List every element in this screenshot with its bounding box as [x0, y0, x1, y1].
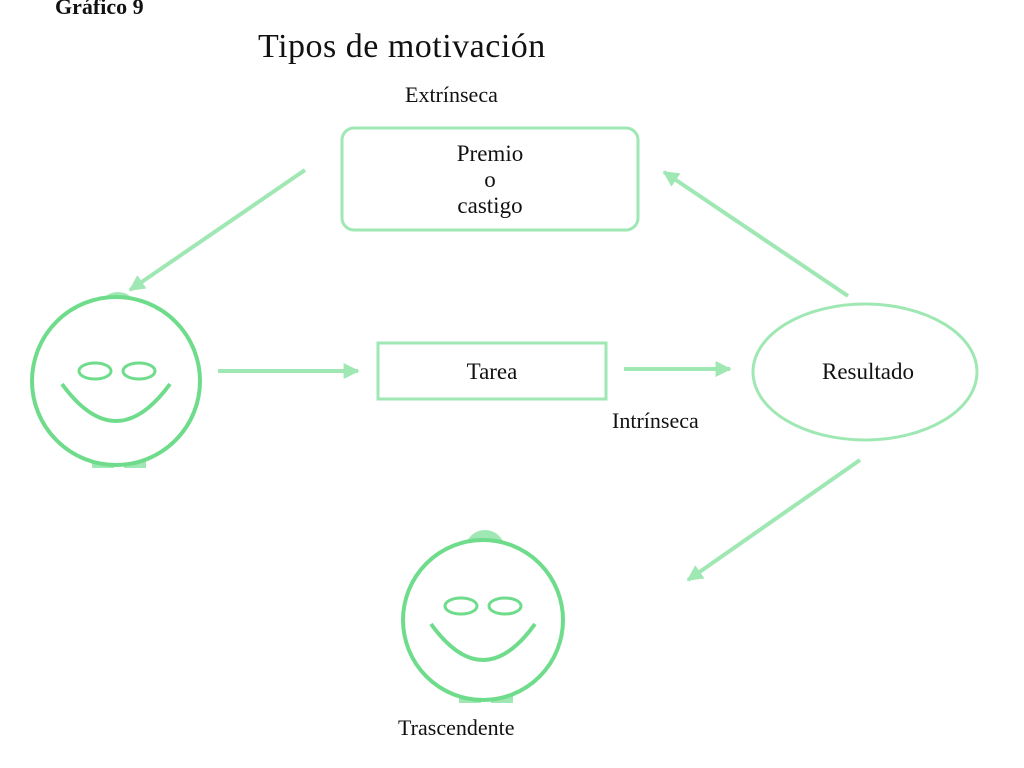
figure-label: Gráfico 9	[55, 0, 144, 19]
premio-box: Premio o castigo	[340, 126, 640, 232]
premio-line-3: castigo	[457, 193, 522, 218]
label-extrinseca: Extrínseca	[405, 82, 498, 107]
arrow-resultado-to-person	[686, 458, 862, 582]
person-icon-bottom	[401, 530, 565, 703]
arrow-resultado-to-premio	[662, 170, 850, 298]
resultado-label: Resultado	[822, 359, 914, 384]
premio-line-2: o	[484, 167, 496, 192]
label-intrinseca: Intrínseca	[612, 408, 699, 433]
person-icon-left	[30, 292, 202, 468]
label-trascendente: Trascendente	[398, 715, 515, 740]
resultado-node: Resultado	[751, 302, 979, 442]
tarea-label: Tarea	[467, 359, 518, 384]
diagram-title: Tipos de motivación	[258, 28, 546, 65]
tarea-box: Tarea	[376, 341, 608, 401]
premio-line-1: Premio	[457, 141, 523, 166]
arrow-premio-to-person	[128, 168, 307, 292]
